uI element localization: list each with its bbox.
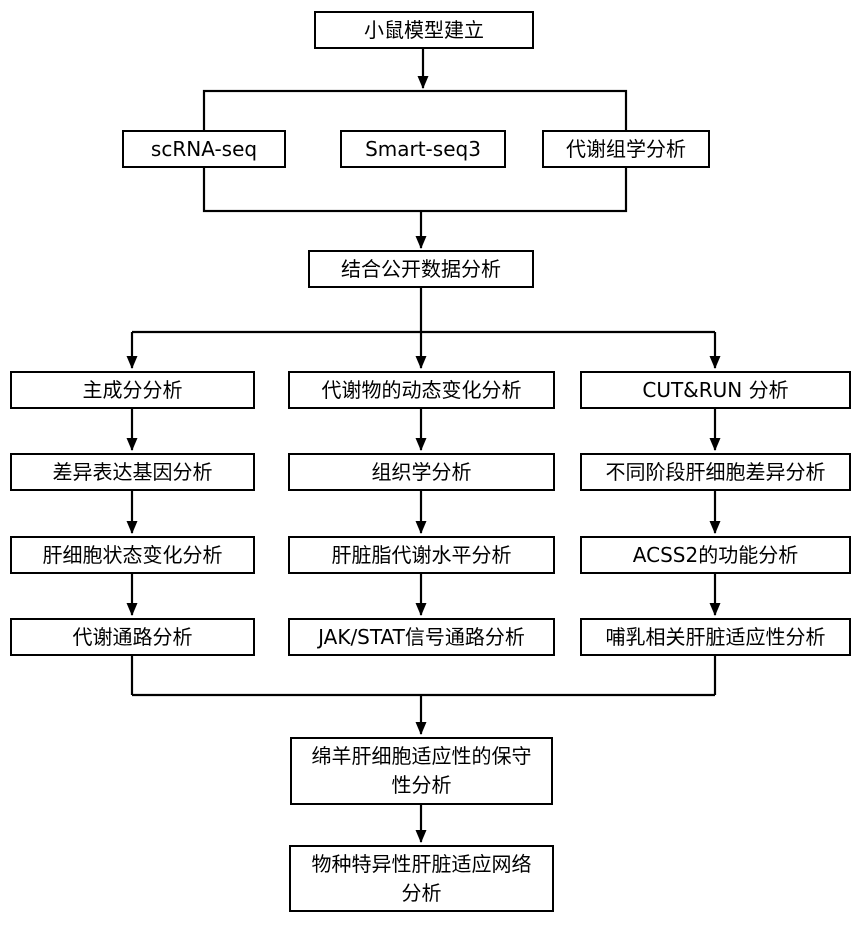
branch-line-top [132,288,715,334]
node-combine-public-data: 结合公开数据分析 [308,250,534,288]
node-pca-analysis: 主成分分析 [10,371,255,409]
node-metabolite-dynamics-analysis: 代谢物的动态变化分析 [288,371,555,409]
node-hepatocyte-state-analysis: 肝细胞状态变化分析 [10,536,255,574]
node-liver-lipid-metabolism-analysis: 肝脏脂代谢水平分析 [288,536,555,574]
node-mouse-model: 小鼠模型建立 [314,11,534,49]
node-smart-seq3: Smart-seq3 [340,130,506,168]
node-sheep-conservation-analysis: 绵羊肝细胞适应性的保守 性分析 [290,737,553,805]
node-jak-stat-pathway-analysis: JAK/STAT信号通路分析 [288,618,555,656]
merge-line-bottom [130,656,717,697]
node-cut-and-run-analysis: CUT&RUN 分析 [580,371,851,409]
node-metabolomics: 代谢组学分析 [542,130,710,168]
node-scrna-seq: scRNA-seq [122,130,286,168]
node-stage-hepatocyte-diff-analysis: 不同阶段肝细胞差异分析 [580,453,851,491]
node-metabolic-pathway-analysis: 代谢通路分析 [10,618,255,656]
node-histology-analysis: 组织学分析 [288,453,555,491]
node-acss2-function-analysis: ACSS2的功能分析 [580,536,851,574]
node-species-specific-network-analysis: 物种特异性肝脏适应网络 分析 [289,845,554,912]
node-lactation-liver-adaptation-analysis: 哺乳相关肝脏适应性分析 [580,618,851,656]
node-deg-analysis: 差异表达基因分析 [10,453,255,491]
